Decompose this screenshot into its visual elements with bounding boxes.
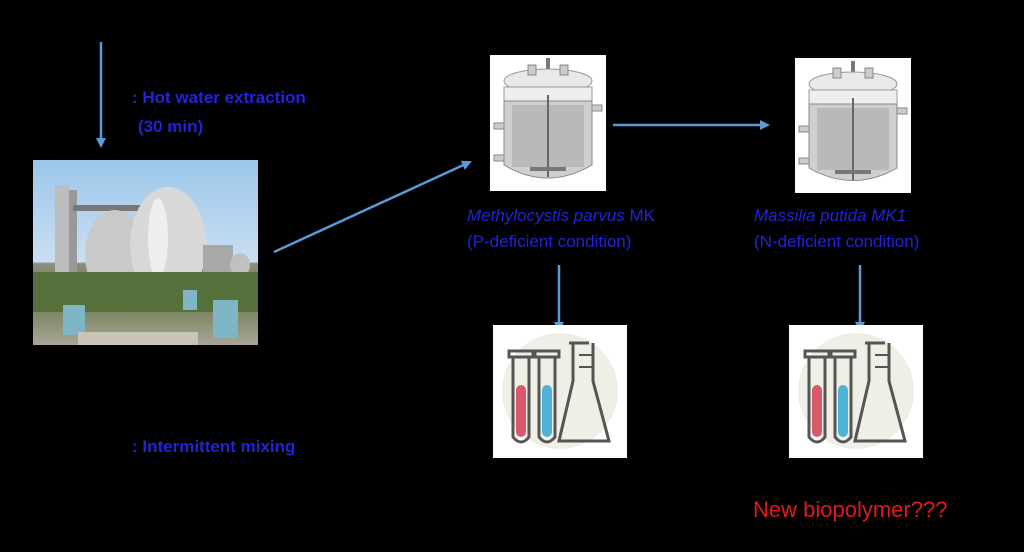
reactor2-condition: (N-deficient condition) — [754, 232, 920, 251]
reactor1-caption: Methylocystis parvus MK (P-deficient con… — [467, 203, 655, 255]
lab-analysis-icon-1 — [493, 325, 627, 458]
arrow-plant-to-reactor1 — [273, 160, 472, 254]
digester-plant-image — [33, 160, 258, 345]
reactor1-condition: (P-deficient condition) — [467, 232, 632, 251]
lab-analysis-icon-2 — [789, 325, 923, 458]
reactor1-strain: MK — [624, 206, 656, 225]
extraction-time-label: (30 min) — [138, 117, 204, 136]
reactor1-organism: Methylocystis parvus — [467, 206, 625, 225]
mixing-label: : Intermittent mixing — [132, 437, 296, 456]
result-label: New biopolymer??? — [753, 497, 948, 522]
bioreactor-2-image — [795, 58, 911, 193]
bioreactor-1-image — [490, 55, 606, 191]
reactor2-caption: Massilia putida MK1 (N-deficient conditi… — [754, 203, 919, 255]
extraction-label: : Hot water extraction — [132, 88, 306, 107]
reactor2-organism: Massilia putida MK1 — [754, 206, 907, 225]
